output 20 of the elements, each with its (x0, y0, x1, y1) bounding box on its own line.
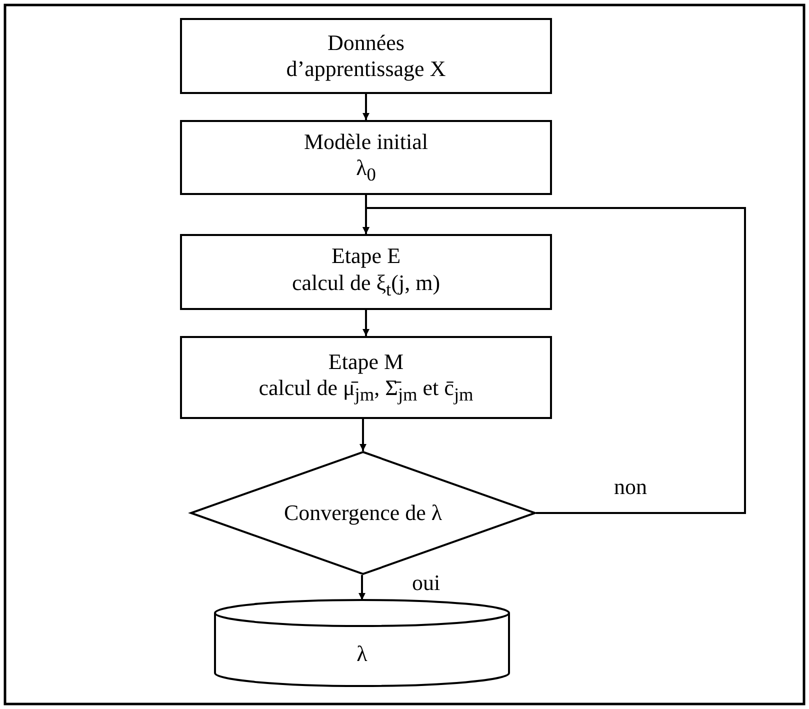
process-box (180, 336, 552, 419)
arrow (362, 310, 370, 336)
box-text: Etape E (331, 243, 401, 270)
arrow (362, 94, 370, 120)
box-text: Etape M (328, 348, 404, 375)
database-text: λ (356, 640, 368, 668)
database-cylinder (214, 600, 510, 686)
arrow (360, 419, 366, 451)
box-text: λ$_{0}$ (356, 155, 376, 186)
decision-diamond (190, 451, 536, 575)
process-box (180, 234, 552, 310)
arrow (358, 575, 366, 600)
box-text: Modèle initial (304, 128, 428, 155)
box-text: calcul de ξ$_{t}$(j, m) (292, 270, 440, 301)
process-box (180, 120, 552, 195)
arrow (362, 207, 746, 514)
decision-text: Convergence de λ (284, 500, 442, 526)
process-box (180, 18, 552, 94)
box-text: calcul de μ̄$_{jm}$, Σ̄$_{jm}$ et c̄$_{jm}$ (258, 375, 474, 406)
box-text: Données d’apprentissage X (285, 30, 447, 82)
